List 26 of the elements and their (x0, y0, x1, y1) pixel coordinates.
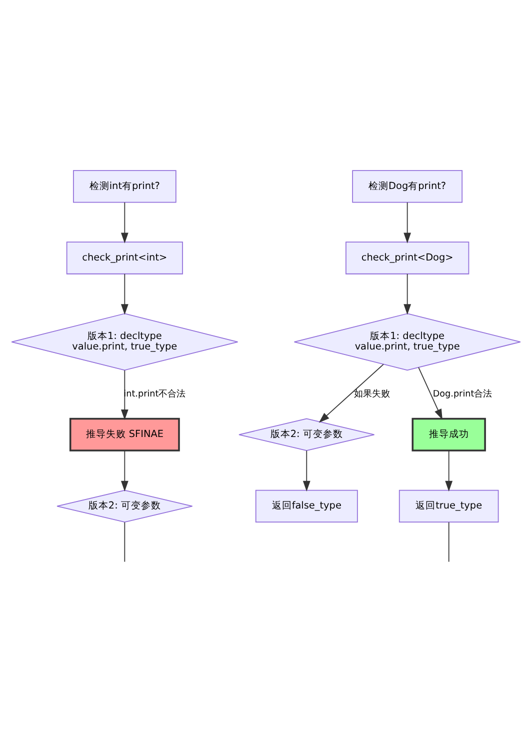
arrow (404, 272, 412, 314)
arrow (120, 450, 128, 492)
arrow (418, 366, 442, 420)
edge-label: Dog.print合法 (432, 389, 492, 400)
node-diamond: 版本2: 可变参数 (238, 418, 375, 450)
arrow (445, 450, 453, 492)
connector (124, 521, 126, 562)
connector (448, 521, 450, 562)
arrow (404, 202, 412, 243)
arrow (120, 369, 128, 420)
arrow (120, 272, 128, 314)
arrow (318, 363, 384, 422)
arrow (120, 202, 128, 243)
node-box: 返回false_type (255, 489, 358, 522)
node-box: 返回true_type (398, 489, 499, 522)
node-diamond: 版本2: 可变参数 (56, 489, 193, 522)
node-box: 检测Dog有print? (352, 170, 463, 202)
node-box: check_print<int> (66, 241, 183, 274)
edge-label: 如果失败 (354, 389, 390, 400)
node-box: check_print<Dog> (346, 241, 470, 274)
node-diamond: 版本1: decltype value.print, true_type (11, 312, 238, 370)
node-box: 检测int有print? (73, 170, 176, 202)
node-diamond: 版本1: decltype value.print, true_type (294, 312, 521, 370)
node-box: 推导失败 SFINAE (69, 417, 180, 451)
node-box: 推导成功 (412, 417, 486, 451)
arrow (302, 450, 310, 492)
